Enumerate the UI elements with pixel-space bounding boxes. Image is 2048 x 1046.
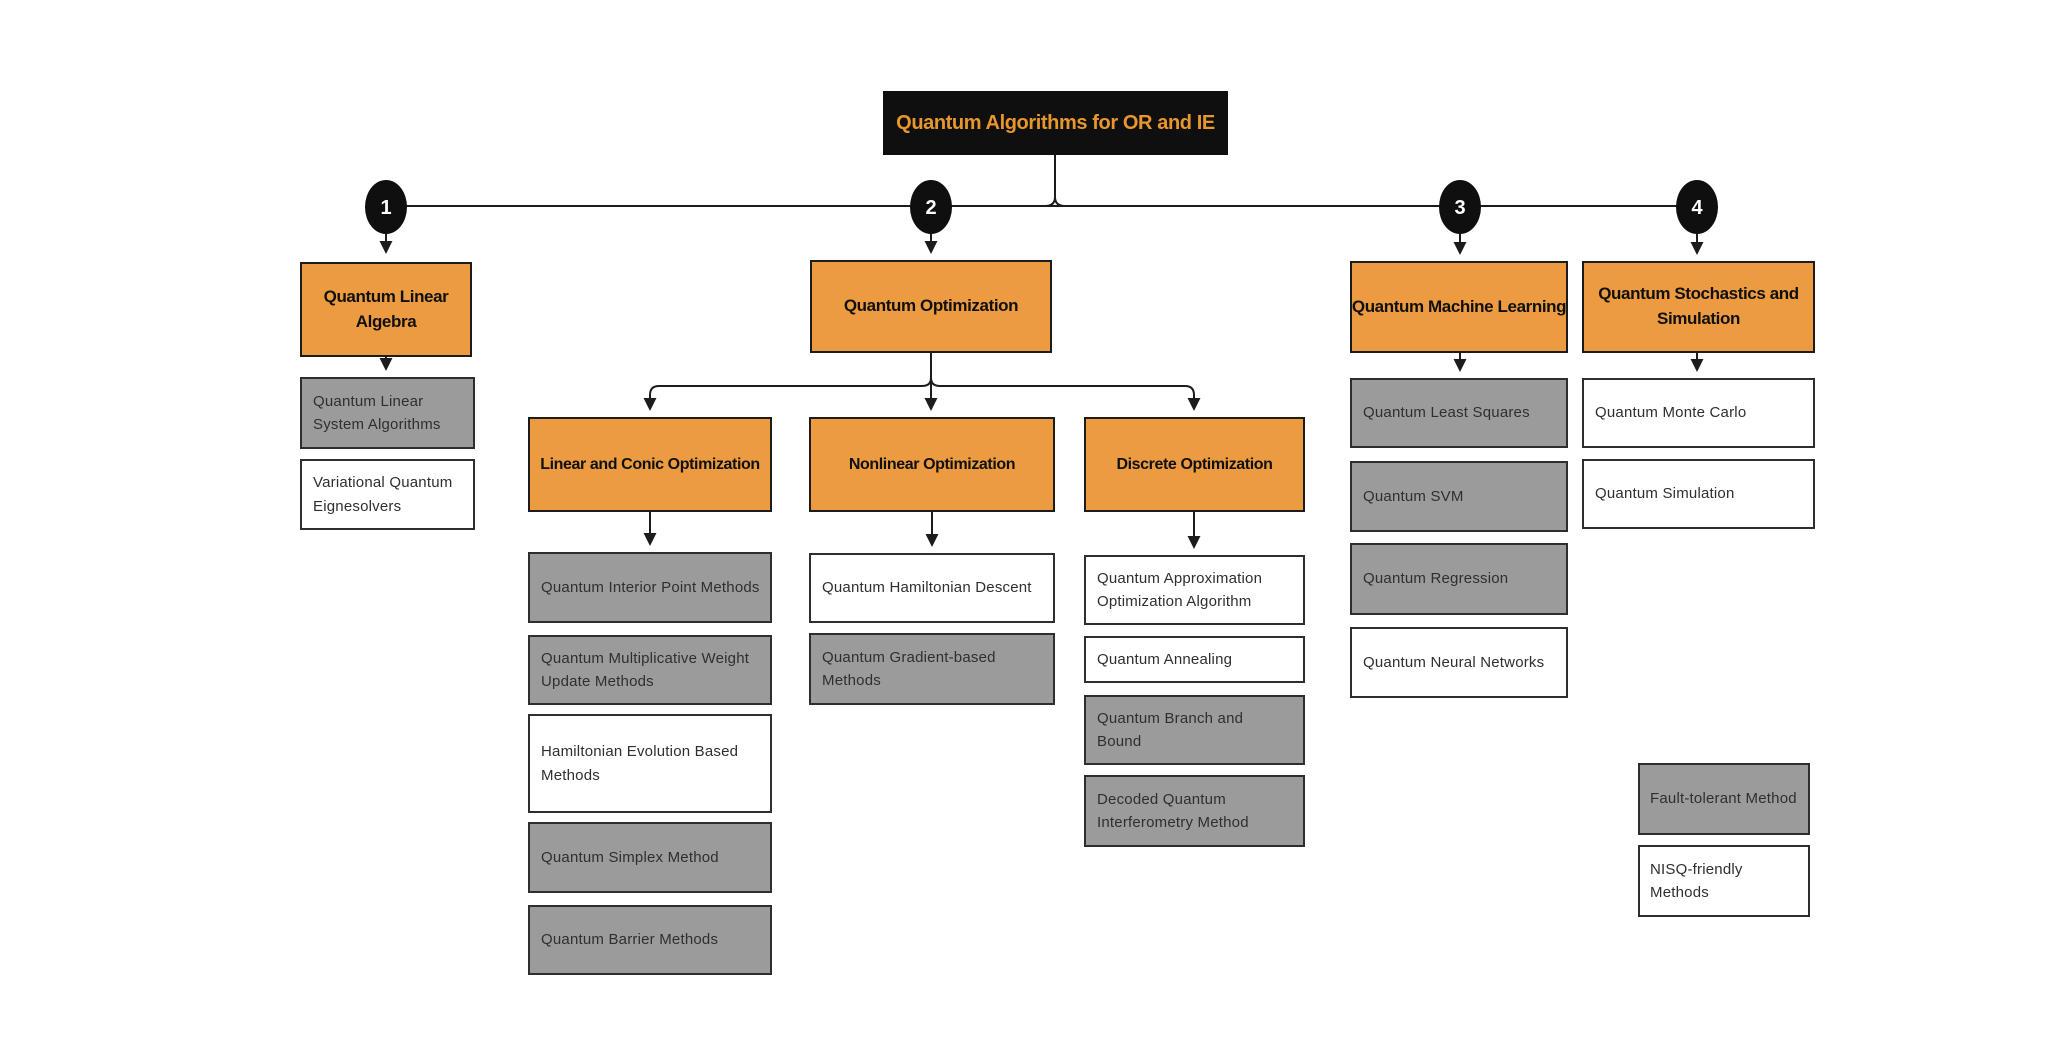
qo-left-branch-arrow bbox=[643, 377, 932, 411]
method-node: Quantum SVM bbox=[1350, 461, 1568, 532]
legend-label: Fault-tolerant Method bbox=[1650, 790, 1797, 808]
method-label: Quantum Multiplicative Weight Update Met… bbox=[541, 649, 750, 690]
legend-fault-tolerant: Fault-tolerant Method bbox=[1638, 763, 1810, 835]
marker1-number: 1 bbox=[380, 197, 391, 219]
method-node: Variational Quantum Eignesolvers bbox=[300, 459, 475, 530]
method-label: Quantum Branch and Bound bbox=[1097, 709, 1244, 750]
branch-head-quantum-machine-learning: Quantum Machine Learning bbox=[1350, 261, 1568, 353]
branch-label: Quantum Machine Learning bbox=[1351, 296, 1567, 316]
method-label: Quantum Monte Carlo bbox=[1595, 404, 1747, 422]
method-node: Quantum Monte Carlo bbox=[1582, 378, 1815, 448]
method-label: Quantum Interior Point Methods bbox=[541, 578, 760, 596]
method-node: Quantum Interior Point Methods bbox=[528, 552, 772, 623]
subbranch-label: Linear and Conic Optimization bbox=[540, 455, 760, 473]
legend-label: NISQ-friendly Methods bbox=[1650, 860, 1743, 901]
method-label: Quantum Simulation bbox=[1595, 485, 1735, 503]
method-label: Quantum Approximation Optimization Algor… bbox=[1097, 569, 1263, 610]
method-label: Quantum Least Squares bbox=[1363, 404, 1530, 422]
branch-label: Quantum Stochastics and Simulation bbox=[1598, 284, 1799, 328]
method-node: Quantum Gradient-based Methods bbox=[809, 633, 1055, 705]
method-node: Quantum Annealing bbox=[1084, 636, 1305, 683]
subbranch-label: Discrete Optimization bbox=[1116, 455, 1273, 473]
marker1-circle bbox=[365, 180, 407, 234]
method-node: Quantum Neural Networks bbox=[1350, 627, 1568, 698]
method-node: Hamiltonian Evolution Based Methods bbox=[528, 714, 772, 813]
branch-head-quantum-optimization: Quantum Optimization bbox=[810, 260, 1052, 353]
branch-head-quantum-stochastics-and-simulation: Quantum Stochastics and Simulation bbox=[1582, 261, 1815, 353]
subbranch-label: Nonlinear Optimization bbox=[848, 455, 1016, 473]
method-node: Quantum Least Squares bbox=[1350, 378, 1568, 448]
method-node: Quantum Branch and Bound bbox=[1084, 695, 1305, 765]
root-label: Quantum Algorithms for OR and IE bbox=[896, 111, 1215, 134]
marker4-number: 4 bbox=[1691, 197, 1703, 219]
branch-label: Quantum Linear Algebra bbox=[323, 286, 449, 331]
subbranch-head-linear-and-conic-optimization: Linear and Conic Optimization bbox=[528, 417, 772, 512]
qo-right-branch-arrow bbox=[930, 377, 1201, 411]
root-stub-connector bbox=[1044, 155, 1066, 207]
method-label: Hamiltonian Evolution Based Methods bbox=[541, 743, 739, 784]
marker2-circle bbox=[910, 180, 952, 234]
method-node: Decoded Quantum Interferometry Method bbox=[1084, 775, 1305, 847]
method-label: Decoded Quantum Interferometry Method bbox=[1097, 790, 1249, 831]
method-label: Variational Quantum Eignesolvers bbox=[313, 474, 453, 515]
marker3-circle bbox=[1439, 180, 1481, 234]
method-label: Quantum SVM bbox=[1363, 487, 1464, 505]
method-label: Quantum Annealing bbox=[1097, 650, 1233, 668]
root-node: Quantum Algorithms for OR and IE bbox=[883, 91, 1228, 155]
method-label: Quantum Simplex Method bbox=[541, 848, 719, 866]
method-node: Quantum Barrier Methods bbox=[528, 905, 772, 975]
method-node: Quantum Simplex Method bbox=[528, 822, 772, 893]
method-node: Quantum Regression bbox=[1350, 543, 1568, 615]
method-node: Quantum Linear System Algorithms bbox=[300, 377, 475, 449]
legend-nisq-friendly: NISQ-friendly Methods bbox=[1638, 845, 1810, 917]
branch-head-quantum-linear-algebra: Quantum Linear Algebra bbox=[300, 262, 472, 357]
method-label: Quantum Barrier Methods bbox=[541, 931, 719, 949]
method-node: Quantum Approximation Optimization Algor… bbox=[1084, 555, 1305, 625]
method-label: Quantum Gradient-based Methods bbox=[822, 648, 996, 689]
marker2-number: 2 bbox=[925, 197, 936, 219]
method-label: Quantum Neural Networks bbox=[1363, 653, 1545, 671]
method-node: Quantum Simulation bbox=[1582, 459, 1815, 529]
method-label: Quantum Regression bbox=[1363, 570, 1509, 588]
marker3-number: 3 bbox=[1454, 197, 1465, 219]
subbranch-head-nonlinear-optimization: Nonlinear Optimization bbox=[809, 417, 1055, 512]
method-node: Quantum Multiplicative Weight Update Met… bbox=[528, 635, 772, 705]
method-label: Quantum Linear System Algorithms bbox=[313, 392, 441, 433]
branch-markers: 1 2 3 4 bbox=[365, 180, 1718, 234]
method-node: Quantum Hamiltonian Descent bbox=[809, 553, 1055, 623]
marker4-circle bbox=[1676, 180, 1718, 234]
subbranch-head-discrete-optimization: Discrete Optimization bbox=[1084, 417, 1305, 512]
method-label: Quantum Hamiltonian Descent bbox=[822, 579, 1032, 597]
branch-label: Quantum Optimization bbox=[843, 296, 1019, 316]
